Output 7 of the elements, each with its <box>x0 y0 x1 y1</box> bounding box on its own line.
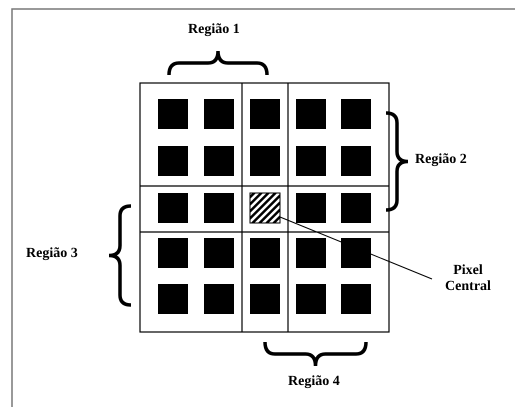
region-label: Região 1 <box>188 22 240 38</box>
callout-text: Pixel Central <box>432 263 504 295</box>
hatched-pixel <box>250 192 280 224</box>
region-label: Região 4 <box>288 374 340 390</box>
region-label: Região 3 <box>26 246 78 262</box>
leader-line <box>280 216 432 280</box>
region-label: Região 2 <box>415 152 467 168</box>
